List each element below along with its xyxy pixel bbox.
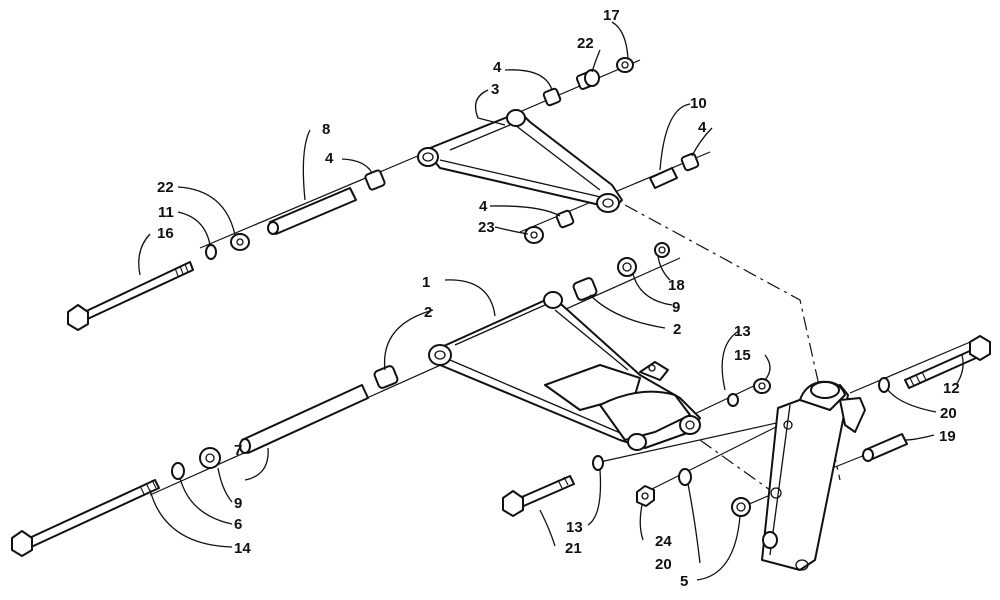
callout-9-top: 9 (672, 299, 680, 316)
assembly-axes (149, 59, 976, 511)
bolt21-axis (599, 419, 791, 463)
callout-4-top: 4 (493, 59, 502, 76)
lower-hardware (11, 242, 991, 557)
callout-20-upper: 20 (940, 405, 957, 422)
callout-18: 18 (668, 277, 685, 294)
callout-20-lower: 20 (655, 556, 672, 573)
callout-10: 10 (690, 95, 707, 112)
bolt12-axis (849, 339, 976, 394)
alignment-line (624, 204, 841, 481)
callout-17: 17 (603, 7, 620, 24)
callout-3: 3 (491, 81, 499, 98)
callout-4-left: 4 (325, 150, 334, 167)
spindle-knuckle (761, 380, 866, 571)
upper-rear-axis (199, 154, 421, 249)
callout-7: 7 (234, 442, 242, 459)
callout-2-left: 2 (424, 304, 432, 321)
callout-15: 15 (734, 347, 751, 364)
callout-22-top: 22 (577, 35, 594, 52)
callout-14: 14 (234, 540, 251, 557)
callout-labels: 17 22 4 3 10 4 8 4 22 11 16 4 23 18 1 9 … (157, 7, 960, 590)
callout-2-right: 2 (673, 321, 681, 338)
callout-8: 8 (322, 121, 330, 138)
callout-12: 12 (943, 380, 960, 397)
callout-23: 23 (478, 219, 495, 236)
callout-9-left: 9 (234, 495, 242, 512)
callout-6: 6 (234, 516, 242, 533)
callout-16: 16 (157, 225, 174, 242)
leader-lines (138, 21, 964, 581)
upper-a-arm (417, 109, 623, 213)
callout-21: 21 (565, 540, 582, 557)
callout-1: 1 (422, 274, 430, 291)
callout-13-upper: 13 (734, 323, 751, 340)
callout-4-right: 4 (698, 119, 707, 136)
callout-4-lower: 4 (479, 198, 488, 215)
upper-hardware (67, 57, 700, 331)
callout-19: 19 (939, 428, 956, 445)
callout-22-left: 22 (157, 179, 174, 196)
lower-a-arm (428, 291, 701, 451)
callout-11: 11 (158, 204, 174, 221)
callout-13-lower: 13 (566, 519, 583, 536)
nut24-axis (639, 419, 791, 496)
callout-24: 24 (655, 533, 672, 550)
callout-5: 5 (680, 573, 688, 590)
